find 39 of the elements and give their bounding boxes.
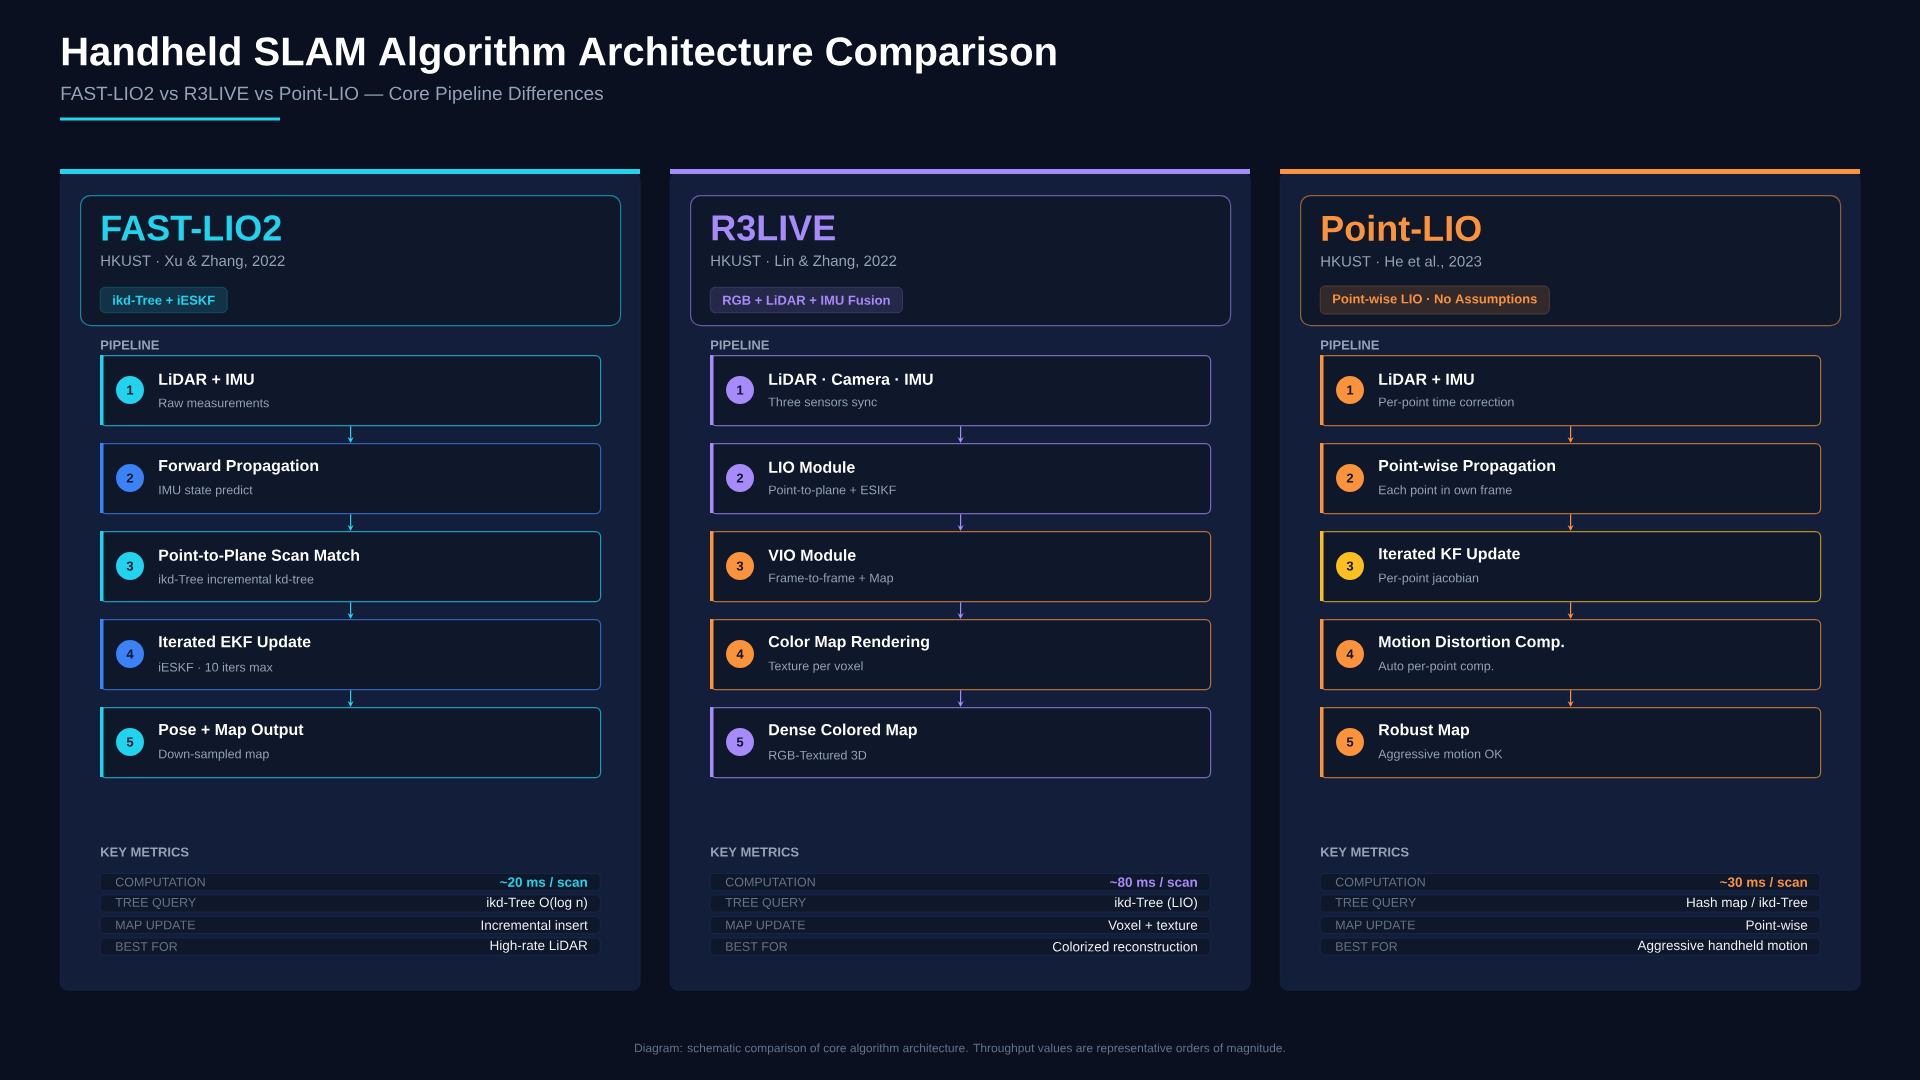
metric-row: BEST FOR High-rate LiDAR bbox=[100, 937, 601, 956]
metric-row: COMPUTATION ~80 ms / scan bbox=[710, 873, 1211, 891]
metric-row: COMPUTATION ~30 ms / scan bbox=[1320, 873, 1821, 891]
section-heading: KEY METRICS bbox=[1321, 847, 1409, 857]
metric-row: COMPUTATION ~20 ms / scan bbox=[100, 873, 601, 891]
step-number: 4 bbox=[116, 640, 144, 668]
tag-badge: Point-wise LIO · No Assumptions bbox=[1320, 285, 1550, 315]
subtitle: FAST-LIO2 vs R3LIVE vs Point-LIO — Core Pipeline Differences bbox=[61, 86, 603, 104]
step-number: 3 bbox=[116, 552, 144, 580]
metric-row: TREE QUERY Hash map / ikd-Tree bbox=[1320, 894, 1821, 913]
metric-row: MAP UPDATE Point-wise bbox=[1320, 916, 1821, 934]
metric-row: MAP UPDATE Voxel + texture bbox=[710, 916, 1211, 934]
step-number: 2 bbox=[1336, 464, 1364, 492]
metric-row: BEST FOR Colorized reconstruction bbox=[710, 937, 1211, 956]
step-number: 2 bbox=[726, 464, 754, 492]
tag-badge: RGB + LiDAR + IMU Fusion bbox=[710, 287, 903, 313]
step-number: 2 bbox=[116, 464, 144, 492]
section-heading: PIPELINE bbox=[711, 340, 769, 350]
title: Handheld SLAM Algorithm Architecture Comparison bbox=[62, 36, 1056, 74]
step-number: 3 bbox=[726, 552, 754, 580]
step-number: 3 bbox=[1336, 552, 1364, 580]
step-number: 1 bbox=[1336, 376, 1364, 404]
step-number: 1 bbox=[726, 376, 754, 404]
step-number: 4 bbox=[726, 640, 754, 668]
step-number: 5 bbox=[116, 728, 144, 756]
section-heading: KEY METRICS bbox=[711, 847, 799, 857]
metric-row: BEST FOR Aggressive handheld motion bbox=[1320, 937, 1821, 956]
metric-row: TREE QUERY ikd-Tree O(log n) bbox=[100, 894, 601, 913]
section-heading: PIPELINE bbox=[101, 340, 159, 350]
footnote: Diagram: schematic comparison of core algorithm architecture. Throughput values are representative orders of magnitude. bbox=[635, 1043, 1285, 1055]
metric-row: TREE QUERY ikd-Tree (LIO) bbox=[710, 894, 1211, 913]
section-heading: KEY METRICS bbox=[101, 847, 189, 857]
step-number: 5 bbox=[726, 728, 754, 756]
metric-row: MAP UPDATE Incremental insert bbox=[100, 916, 601, 934]
step-number: 1 bbox=[116, 376, 144, 404]
step-number: 4 bbox=[1336, 640, 1364, 668]
section-heading: PIPELINE bbox=[1321, 340, 1379, 350]
tag-badge: ikd-Tree + iESKF bbox=[100, 287, 228, 313]
step-number: 5 bbox=[1336, 728, 1364, 756]
